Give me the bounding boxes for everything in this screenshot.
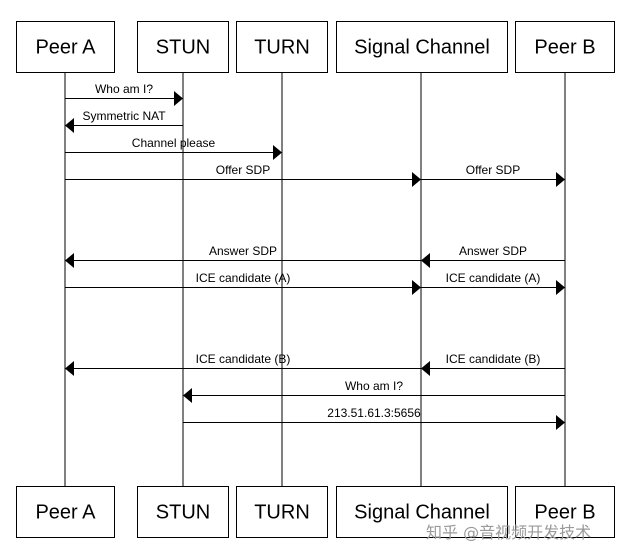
participant-box <box>515 486 615 538</box>
participant-signal-top: Signal Channel <box>336 21 508 73</box>
participant-box <box>137 21 229 73</box>
participant-turn-bottom: TURN <box>236 486 328 538</box>
message-label: Who am I? <box>95 82 153 96</box>
message-label: Symmetric NAT <box>82 109 166 123</box>
message-arrow: Symmetric NAT <box>65 109 183 133</box>
arrowhead <box>421 253 430 268</box>
message-label: Channel please <box>132 136 216 150</box>
message-label: ICE candidate (A) <box>196 271 291 285</box>
message-arrow: ICE candidate (A) <box>65 271 421 295</box>
participant-label: Peer A <box>35 37 96 59</box>
message-arrow: Who am I? <box>65 82 183 106</box>
participant-label: Peer B <box>534 37 595 59</box>
message-label: Offer SDP <box>466 163 520 177</box>
arrowhead <box>556 172 565 187</box>
message-arrow: Answer SDP <box>421 244 565 268</box>
message-label: Answer SDP <box>459 244 527 258</box>
message-arrow: Who am I? <box>183 379 565 403</box>
arrowhead <box>183 388 192 403</box>
participant-box <box>236 21 328 73</box>
arrowhead <box>556 415 565 430</box>
arrowhead <box>412 172 421 187</box>
message-label: ICE candidate (A) <box>446 271 541 285</box>
message-label: Offer SDP <box>216 163 270 177</box>
participant-label: Signal Channel <box>354 502 490 524</box>
message-arrow: ICE candidate (A) <box>421 271 565 295</box>
participant-signal-bottom: Signal Channel <box>336 486 508 538</box>
arrowhead <box>412 280 421 295</box>
participant-label: Peer A <box>35 502 96 524</box>
arrowhead <box>556 280 565 295</box>
participant-label: Peer B <box>534 502 595 524</box>
message-label: 213.51.61.3:5656 <box>327 406 421 420</box>
message-arrow: Channel please <box>65 136 282 160</box>
participant-box <box>137 486 229 538</box>
participant-label: TURN <box>254 502 310 524</box>
message-arrow: Offer SDP <box>65 163 421 187</box>
message-arrow: ICE candidate (B) <box>65 352 421 376</box>
participant-box <box>336 21 508 73</box>
message-label: Answer SDP <box>209 244 277 258</box>
participant-stun-top: STUN <box>137 21 229 73</box>
arrowhead <box>174 91 183 106</box>
participant-box <box>16 486 115 538</box>
message-arrow: ICE candidate (B) <box>421 352 565 376</box>
participant-box <box>16 21 115 73</box>
participant-peer-b-top: Peer B <box>515 21 615 73</box>
message-label: ICE candidate (B) <box>446 352 541 366</box>
message-label: ICE candidate (B) <box>196 352 291 366</box>
message-arrow: 213.51.61.3:5656 <box>183 406 565 430</box>
participant-box <box>336 486 508 538</box>
participant-label: STUN <box>156 502 210 524</box>
arrowhead <box>65 118 74 133</box>
watermark: 知乎 @音视频开发技术 <box>426 523 592 542</box>
message-arrow: Offer SDP <box>421 163 565 187</box>
message-arrow: Answer SDP <box>65 244 421 268</box>
participant-stun-bottom: STUN <box>137 486 229 538</box>
message-label: Who am I? <box>345 379 403 393</box>
arrowhead <box>421 361 430 376</box>
participant-box <box>515 21 615 73</box>
participant-peer-b-bottom: Peer B <box>515 486 615 538</box>
arrowhead <box>273 145 282 160</box>
participant-label: STUN <box>156 37 210 59</box>
participant-peer-a-bottom: Peer A <box>16 486 115 538</box>
participant-label: Signal Channel <box>354 37 490 59</box>
participant-box <box>236 486 328 538</box>
arrowhead <box>65 253 74 268</box>
participant-label: TURN <box>254 37 310 59</box>
participant-peer-a-top: Peer A <box>16 21 115 73</box>
participant-turn-top: TURN <box>236 21 328 73</box>
arrowhead <box>65 361 74 376</box>
